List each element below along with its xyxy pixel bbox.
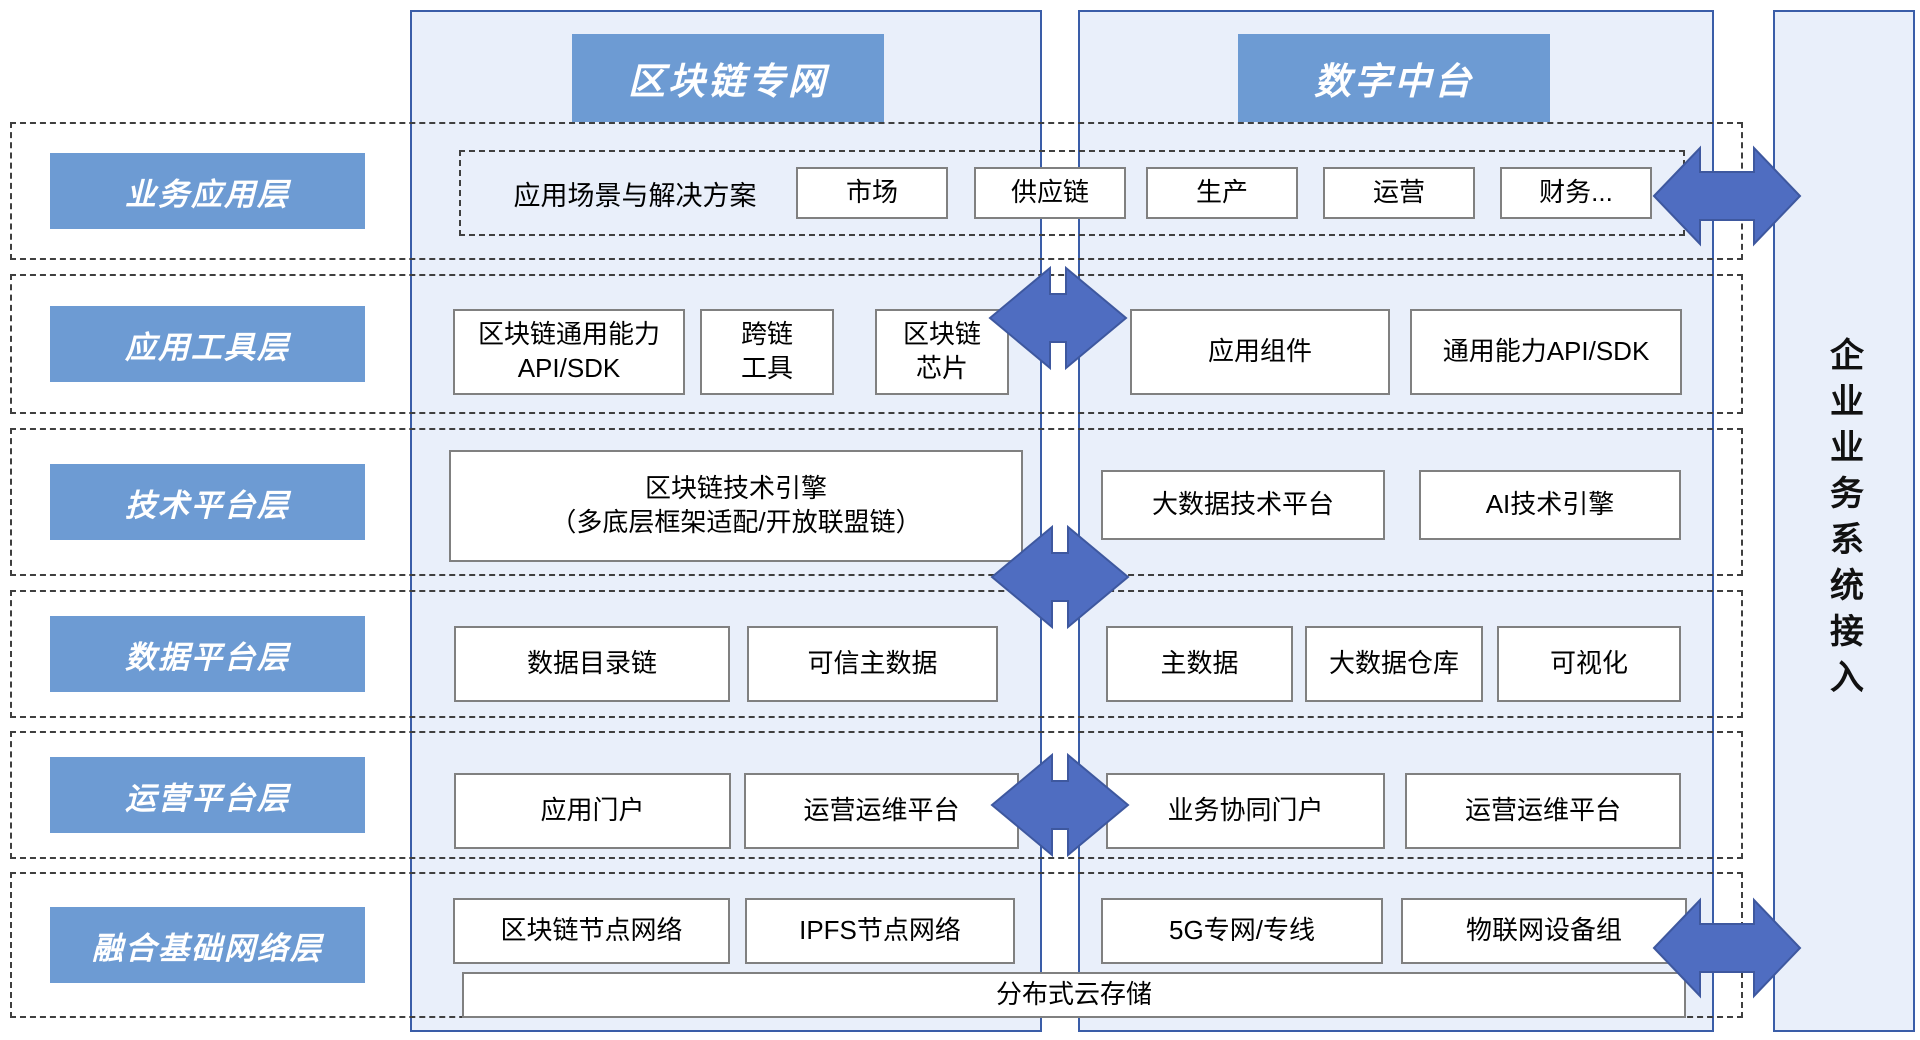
ops-box-app-portal: 应用门户 [454,773,731,849]
net-box-ipfs-nodes: IPFS节点网络 [745,898,1015,964]
scenario-box-operations: 运营 [1323,167,1475,219]
tools-box-api-sdk: 区块链通用能力 API/SDK [453,309,685,395]
header-blockchain-network: 区块链专网 [572,34,884,122]
header-digital-middle-platform: 数字中台 [1238,34,1550,122]
layer-row-tech [10,428,1743,576]
ops-box-collab-portal: 业务协同门户 [1106,773,1385,849]
ops-box-om-platform-2: 运营运维平台 [1405,773,1681,849]
scenario-box-production: 生产 [1146,167,1298,219]
net-box-5g: 5G专网/专线 [1101,898,1383,964]
data-box-warehouse: 大数据仓库 [1305,626,1483,702]
scenario-box-supply-chain: 供应链 [974,167,1126,219]
tools-box-common-api-sdk: 通用能力API/SDK [1410,309,1682,395]
tools-box-cross-chain: 跨链 工具 [700,309,834,395]
scenario-box-market: 市场 [796,167,948,219]
double-arrow-icon [1652,144,1802,248]
enterprise-access-bar: 企业业务系统接入 [1773,10,1915,1032]
net-box-cloud-storage: 分布式云存储 [462,972,1686,1018]
ops-box-om-platform: 运营运维平台 [744,773,1019,849]
layer-row-tools [10,274,1743,414]
enterprise-access-label: 企业业务系统接入 [1824,337,1863,705]
layer-label-business: 业务应用层 [50,153,365,229]
net-box-iot-devices: 物联网设备组 [1401,898,1687,964]
tools-box-chip: 区块链 芯片 [875,309,1009,395]
tech-box-ai-engine: AI技术引擎 [1419,470,1681,540]
layer-row-ops [10,731,1743,859]
layer-label-tools: 应用工具层 [50,306,365,382]
layer-label-tech: 技术平台层 [50,464,365,540]
tech-box-bigdata-platform: 大数据技术平台 [1101,470,1385,540]
data-box-catalog-chain: 数据目录链 [454,626,730,702]
layer-label-ops: 运营平台层 [50,757,365,833]
data-box-visualization: 可视化 [1497,626,1681,702]
double-arrow-icon [990,523,1130,631]
layer-label-data: 数据平台层 [50,616,365,692]
scenario-box-finance: 财务... [1500,167,1652,219]
data-box-trusted-master: 可信主数据 [747,626,998,702]
net-box-blockchain-nodes: 区块链节点网络 [453,898,730,964]
scenario-caption: 应用场景与解决方案 [513,180,757,211]
tech-box-blockchain-engine: 区块链技术引擎 （多底层框架适配/开放联盟链） [449,450,1023,562]
layer-row-data [10,590,1743,718]
layer-label-network: 融合基础网络层 [50,907,365,983]
data-box-master-data: 主数据 [1106,626,1293,702]
tools-box-app-components: 应用组件 [1130,309,1390,395]
double-arrow-icon [1652,896,1802,1000]
double-arrow-icon [988,264,1128,372]
double-arrow-icon [990,751,1130,859]
